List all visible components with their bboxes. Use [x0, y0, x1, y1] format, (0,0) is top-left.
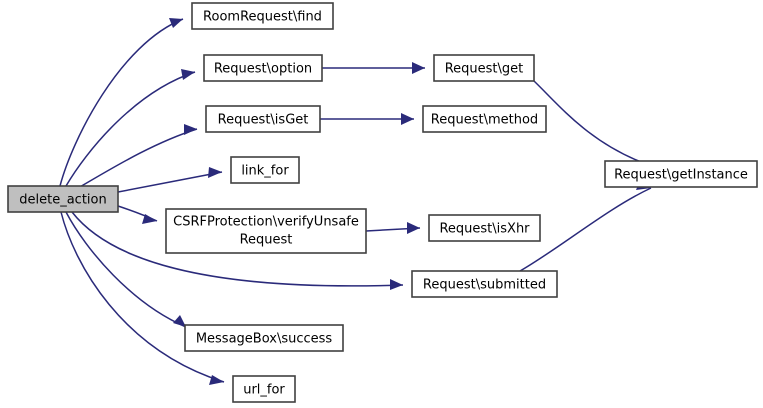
node-roomrequest_find[interactable]: RoomRequest\find [191, 2, 334, 30]
arrowhead-icon [412, 62, 425, 74]
edge-line [65, 211, 187, 328]
edge-csrf_verifyunsaferequest-to-request_isxhr [365, 222, 421, 234]
node-label: Request\getInstance [614, 168, 748, 183]
node-label: MessageBox\success [196, 332, 333, 347]
edge-delete_action-to-csrf_verifyunsaferequest [117, 205, 158, 224]
arrowhead-icon [169, 18, 183, 28]
edge-line [117, 171, 223, 193]
arrowhead-icon [181, 69, 195, 80]
node-box[interactable] [232, 375, 296, 403]
arrowhead-icon [184, 124, 197, 135]
node-url_for[interactable]: url_for [232, 375, 296, 403]
node-label: delete_action [19, 193, 106, 208]
node-box[interactable] [433, 54, 535, 82]
edge-delete_action-to-roomrequest_find [59, 18, 184, 187]
edge-line [60, 211, 225, 383]
node-box[interactable] [428, 214, 541, 242]
node-label-line2: Request [240, 233, 293, 248]
node-link_for[interactable]: link_for [230, 156, 300, 184]
node-box[interactable] [203, 54, 323, 82]
edge-delete_action-to-request_isget [77, 124, 198, 189]
node-request_isxhr[interactable]: Request\isXhr [428, 214, 541, 242]
edge-line [519, 187, 652, 272]
node-request_option[interactable]: Request\option [203, 54, 323, 82]
arrowhead-icon [401, 113, 414, 125]
edge-line [71, 211, 404, 287]
node-label: url_for [243, 383, 285, 398]
node-label: Request\submitted [423, 278, 546, 293]
edge-line [77, 128, 198, 189]
edge-delete_action-to-url_for [60, 211, 225, 385]
node-box[interactable] [604, 160, 758, 188]
edge-request_isget-to-request_method [320, 113, 414, 125]
node-label: link_for [241, 164, 289, 179]
edge-line [533, 80, 650, 166]
node-request_get[interactable]: Request\get [433, 54, 535, 82]
node-label: Request\isXhr [439, 222, 530, 237]
nodes-layer: delete_action RoomRequest\findRequest\opt… [7, 2, 758, 403]
edges-layer [59, 18, 652, 385]
node-request_submitted[interactable]: Request\submitted [411, 270, 558, 298]
node-label: Request\method [431, 113, 538, 128]
edge-delete_action-to-messagebox_success [65, 211, 187, 328]
edge-line [59, 18, 184, 187]
node-box[interactable] [191, 2, 334, 30]
node-label: RoomRequest\find [203, 10, 322, 25]
node-delete_action[interactable]: delete_action [7, 185, 119, 213]
edge-line [65, 71, 196, 187]
node-box[interactable] [7, 185, 119, 213]
arrowhead-icon [142, 214, 157, 224]
node-label: Request\isGet [218, 113, 309, 128]
node-label: Request\option [214, 62, 312, 77]
arrowhead-icon [208, 167, 222, 178]
edge-delete_action-to-request_submitted [71, 211, 404, 290]
arrowhead-icon [209, 375, 224, 385]
edge-delete_action-to-link_for [117, 167, 223, 193]
arrowhead-icon [390, 279, 403, 290]
edge-request_get-to-request_getinstance [533, 80, 650, 172]
node-request_method[interactable]: Request\method [422, 105, 547, 133]
node-request_isget[interactable]: Request\isGet [205, 105, 321, 133]
node-messagebox_success[interactable]: MessageBox\success [184, 324, 344, 352]
edge-request_option-to-request_get [322, 62, 425, 74]
node-label-line1: CSRFProtection\verifyUnsafe [173, 215, 359, 230]
node-label: Request\get [445, 62, 524, 77]
node-request_getinstance[interactable]: Request\getInstance [604, 160, 758, 188]
edge-delete_action-to-request_option [65, 69, 196, 187]
node-box[interactable] [184, 324, 344, 352]
node-box[interactable] [205, 105, 321, 133]
node-box[interactable] [165, 208, 367, 254]
node-box[interactable] [422, 105, 547, 133]
node-box[interactable] [230, 156, 300, 184]
node-box[interactable] [411, 270, 558, 298]
arrowhead-icon [173, 315, 186, 327]
arrowhead-icon [407, 222, 420, 234]
